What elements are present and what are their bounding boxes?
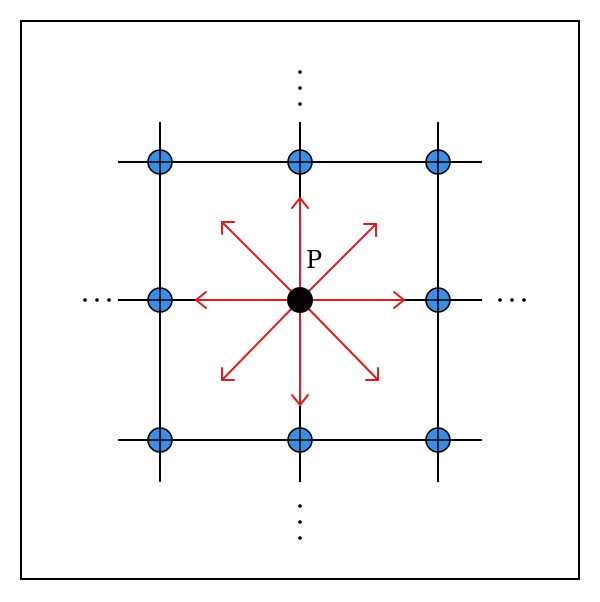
arrow-northeast (299, 223, 377, 301)
center-point (287, 287, 313, 313)
continuation-dots-right (498, 298, 526, 302)
lattice-node-bottom-center (287, 427, 313, 453)
arrow-north (291, 197, 309, 301)
continuation-dots-top (298, 70, 302, 106)
lattice-node-top-right (425, 149, 451, 175)
arrow-southwest (221, 299, 301, 381)
continuation-markers (83, 70, 526, 540)
continuation-dots-bottom (298, 504, 302, 540)
arrow-southeast (299, 299, 379, 381)
lattice-node-bottom-right (425, 427, 451, 453)
direction-arrows (195, 197, 405, 406)
lattice-node-middle-right (425, 287, 451, 313)
center-point-label: P (306, 246, 322, 274)
lattice-node-top-center (287, 149, 313, 175)
arrow-west (195, 291, 301, 309)
continuation-dots-left (83, 298, 111, 302)
grid-lines (118, 122, 482, 482)
arrow-east (299, 291, 405, 309)
lattice-nodes (147, 149, 451, 453)
arrow-northwest (221, 221, 301, 301)
arrow-south (291, 299, 309, 406)
lattice-node-middle-left (147, 287, 173, 313)
lattice-node-bottom-left (147, 427, 173, 453)
diagram-frame (20, 20, 580, 580)
lattice-node-top-left (147, 149, 173, 175)
